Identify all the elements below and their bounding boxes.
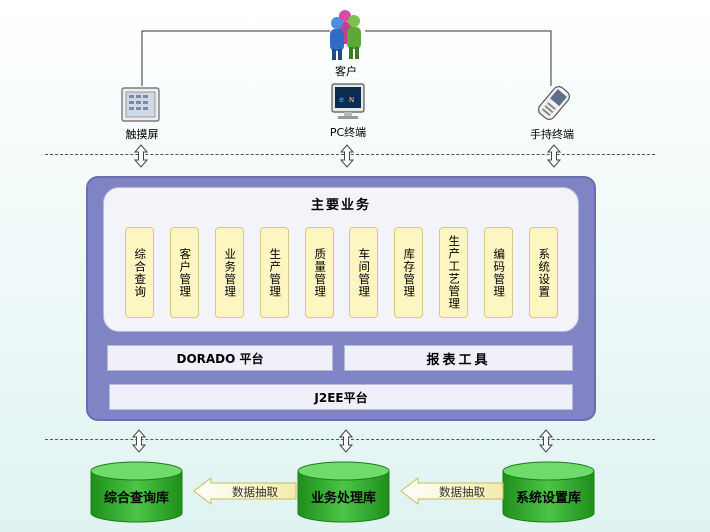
users-icon xyxy=(330,10,361,60)
bottom-separator xyxy=(45,439,655,440)
business-database: 业务处理库 xyxy=(297,461,390,523)
handheld-label: 手持终端 xyxy=(530,128,574,141)
pc-monitor-icon: e N xyxy=(331,83,365,119)
data-extract-label-left: 数据抽取 xyxy=(232,485,278,499)
settings-database: 系统设置库 xyxy=(502,461,595,523)
touchscreen-label: 触摸屏 xyxy=(125,128,159,141)
module-quality-management: 质量管理 xyxy=(305,227,334,318)
settings-db-link-arrow xyxy=(539,429,553,453)
query-db-link-arrow xyxy=(132,429,146,453)
settings-database-label: 系统设置库 xyxy=(515,491,581,506)
module-workshop-management: 车间管理 xyxy=(349,227,378,318)
touchscreen-icon xyxy=(121,87,160,122)
dorado-platform-bar: DORADO 平台 xyxy=(107,345,333,371)
module-code-management: 编码管理 xyxy=(484,227,513,318)
query-database-label: 综合查询库 xyxy=(103,491,169,506)
main-business-title: 主要业务 xyxy=(310,198,371,213)
data-extract-arrow-right: 数据抽取 xyxy=(400,476,504,506)
handheld-link-arrow xyxy=(547,144,561,168)
data-extract-label-right: 数据抽取 xyxy=(439,485,485,499)
svg-text:N: N xyxy=(349,96,354,104)
report-tool-bar: 报表工具 xyxy=(344,345,573,371)
pc-link-arrow xyxy=(340,144,354,168)
data-extract-arrow-left: 数据抽取 xyxy=(193,476,297,506)
query-database: 综合查询库 xyxy=(90,461,183,523)
module-inventory-management: 库存管理 xyxy=(394,227,423,318)
touchscreen-link-arrow xyxy=(134,144,148,168)
module-business-management: 业务管理 xyxy=(215,227,244,318)
business-db-link-arrow xyxy=(339,429,353,453)
pc-terminal-label: PC终端 xyxy=(329,126,367,139)
clients-label: 客户 xyxy=(335,65,357,78)
module-production-management: 生产管理 xyxy=(260,227,289,318)
module-customer-management: 客户管理 xyxy=(170,227,199,318)
module-process-management: 生产工艺管理 xyxy=(439,227,468,318)
svg-text:e: e xyxy=(339,95,344,104)
handheld-icon xyxy=(538,86,570,120)
j2ee-platform-bar: J2EE平台 xyxy=(109,384,573,410)
business-database-label: 业务处理库 xyxy=(310,491,376,506)
module-comprehensive-query: 综合查询 xyxy=(125,227,154,318)
module-system-settings: 系统设置 xyxy=(529,227,558,318)
